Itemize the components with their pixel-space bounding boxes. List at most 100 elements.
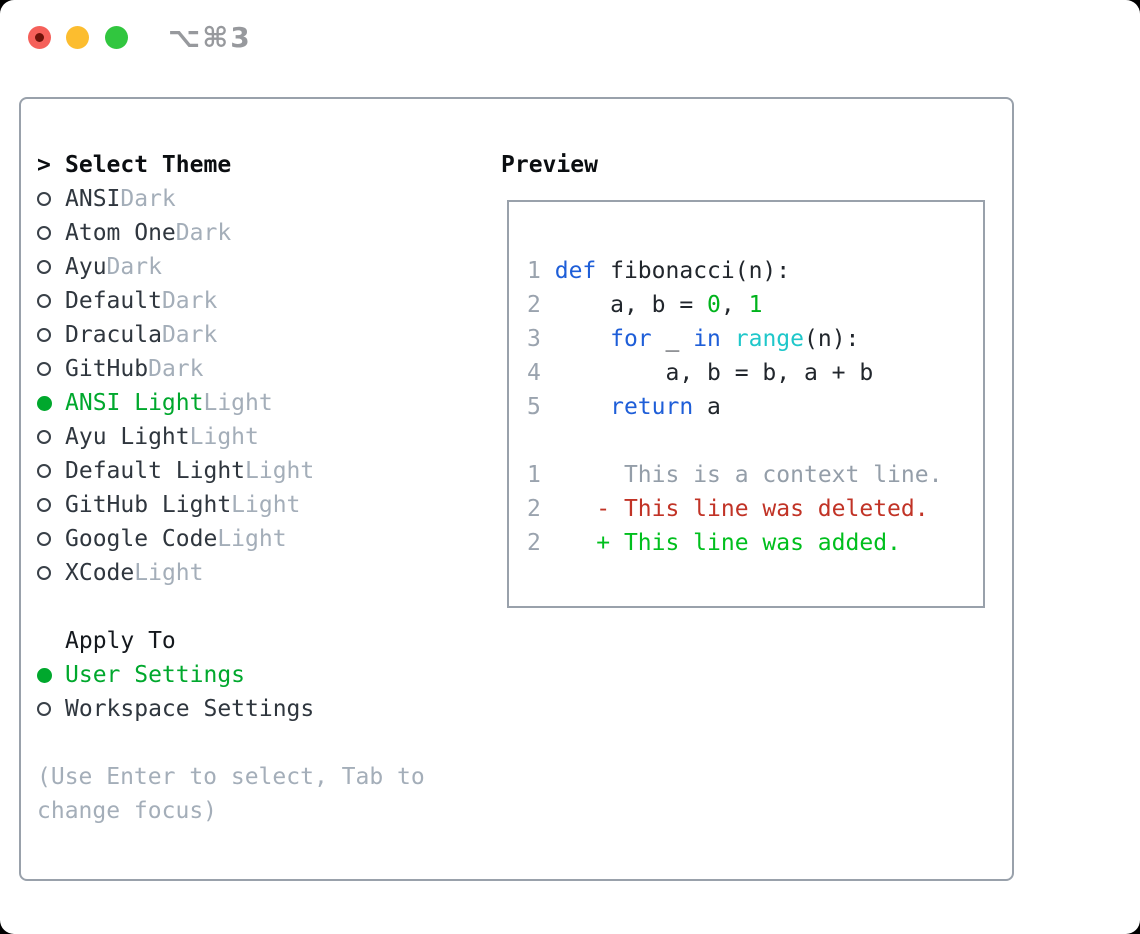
theme-option-github-light[interactable]: GitHub Light Light xyxy=(37,488,452,522)
code-token xyxy=(541,394,610,420)
code-token xyxy=(541,462,624,488)
code-token: 2 xyxy=(527,530,541,556)
code-token xyxy=(541,496,596,522)
preview-code-line: 2 + This line was added. xyxy=(527,526,983,560)
theme-variant: Dark xyxy=(161,322,218,348)
help-text: (Use Enter to select, Tab to change focu… xyxy=(37,764,425,824)
theme-name: Default xyxy=(65,288,162,314)
close-button[interactable] xyxy=(28,26,51,49)
minimize-button[interactable] xyxy=(66,26,89,49)
radio-slot xyxy=(37,226,65,240)
radio-unselected-icon xyxy=(37,294,51,308)
apply-option-label: Workspace Settings xyxy=(65,696,315,722)
apply-to-title: Apply To xyxy=(65,628,176,654)
radio-slot xyxy=(37,464,65,478)
radio-slot xyxy=(37,260,65,274)
code-token: (n): xyxy=(804,326,860,352)
code-token: This is a context line. xyxy=(623,462,943,488)
apply-to-header: Apply To xyxy=(37,624,452,658)
theme-option-ansi-light[interactable]: ANSI Light Light xyxy=(37,386,452,420)
code-token: def xyxy=(554,258,597,284)
focus-caret-icon: > xyxy=(37,152,51,178)
code-token xyxy=(541,326,610,352)
radio-unselected-icon xyxy=(37,532,51,546)
radio-slot xyxy=(37,702,65,716)
radio-slot xyxy=(37,362,65,376)
theme-option-ayu-light[interactable]: Ayu Light Light xyxy=(37,420,452,454)
preview-code-line: 1 This is a context line. xyxy=(527,458,983,492)
theme-name: ANSI Light xyxy=(65,390,204,416)
radio-slot xyxy=(37,498,65,512)
code-token: 1 xyxy=(527,258,541,284)
radio-slot xyxy=(37,395,65,411)
theme-option-default[interactable]: Default Dark xyxy=(37,284,452,318)
code-token: + This line was added. xyxy=(596,530,901,556)
theme-variant: Light xyxy=(203,390,273,416)
radio-unselected-icon xyxy=(37,226,51,240)
code-token: 2 xyxy=(527,496,541,522)
apply-option-user-settings[interactable]: User Settings xyxy=(37,658,452,692)
radio-slot xyxy=(37,328,65,342)
apply-option-label: User Settings xyxy=(65,662,246,688)
code-token: 4 xyxy=(527,360,541,386)
radio-unselected-icon xyxy=(37,260,51,274)
theme-option-google-code[interactable]: Google Code Light xyxy=(37,522,452,556)
radio-selected-icon xyxy=(37,667,52,683)
preview-code-line: 2 a, b = 0, 1 xyxy=(527,288,983,322)
code-token: fibonacci(n): xyxy=(596,258,791,284)
code-token: , xyxy=(720,292,749,318)
theme-name: GitHub Light xyxy=(65,492,232,518)
preview-code-line: 2 - This line was deleted. xyxy=(527,492,983,526)
code-token xyxy=(541,258,555,284)
code-token: a, b = b, a + b xyxy=(540,360,874,386)
theme-option-atom-one[interactable]: Atom One Dark xyxy=(37,216,452,250)
theme-variant: Dark xyxy=(148,356,204,382)
theme-name: GitHub xyxy=(65,356,149,382)
theme-name: Ayu Light xyxy=(65,424,190,450)
zoom-button[interactable] xyxy=(105,26,128,49)
theme-option-github[interactable]: GitHub Dark xyxy=(37,352,452,386)
radio-unselected-icon xyxy=(37,430,51,444)
radio-slot xyxy=(37,566,65,580)
theme-variant: Dark xyxy=(106,254,162,280)
radio-unselected-icon xyxy=(37,328,51,342)
theme-variant: Dark xyxy=(161,288,218,314)
theme-name: XCode xyxy=(65,560,135,586)
theme-name: Ayu xyxy=(65,254,107,280)
theme-option-ayu[interactable]: Ayu Dark xyxy=(37,250,452,284)
theme-option-default-light[interactable]: Default Light Light xyxy=(37,454,452,488)
radio-unselected-icon xyxy=(37,498,51,512)
theme-variant: Light xyxy=(217,526,287,552)
preview-title: Preview xyxy=(501,152,598,178)
theme-variant: Dark xyxy=(120,186,176,212)
radio-unselected-icon xyxy=(37,702,51,716)
radio-unselected-icon xyxy=(37,464,51,478)
theme-name: Dracula xyxy=(65,322,162,348)
apply-option-workspace-settings[interactable]: Workspace Settings xyxy=(37,692,452,726)
radio-slot xyxy=(37,430,65,444)
theme-variant: Light xyxy=(134,560,204,586)
spacer xyxy=(37,726,452,760)
radio-slot xyxy=(37,294,65,308)
radio-unselected-icon xyxy=(37,362,51,376)
theme-name: Default Light xyxy=(65,458,246,484)
theme-name: ANSI xyxy=(65,186,121,212)
theme-list-title: Select Theme xyxy=(65,152,232,178)
theme-option-ansi[interactable]: ANSI Dark xyxy=(37,182,452,216)
code-token: in xyxy=(693,326,721,352)
theme-name: Google Code xyxy=(65,526,218,552)
preview-code-line xyxy=(527,424,983,458)
theme-name: Atom One xyxy=(65,220,176,246)
theme-option-dracula[interactable]: Dracula Dark xyxy=(37,318,452,352)
radio-unselected-icon xyxy=(37,192,51,206)
code-token: a, b = xyxy=(540,292,708,318)
preview-code-line: 4 a, b = b, a + b xyxy=(527,356,983,390)
preview-code-line: 5 return a xyxy=(527,390,983,424)
code-token: 0 xyxy=(707,292,721,318)
radio-slot xyxy=(37,532,65,546)
radio-slot xyxy=(37,667,65,683)
theme-option-xcode[interactable]: XCode Light xyxy=(37,556,452,590)
theme-variant: Light xyxy=(189,424,259,450)
